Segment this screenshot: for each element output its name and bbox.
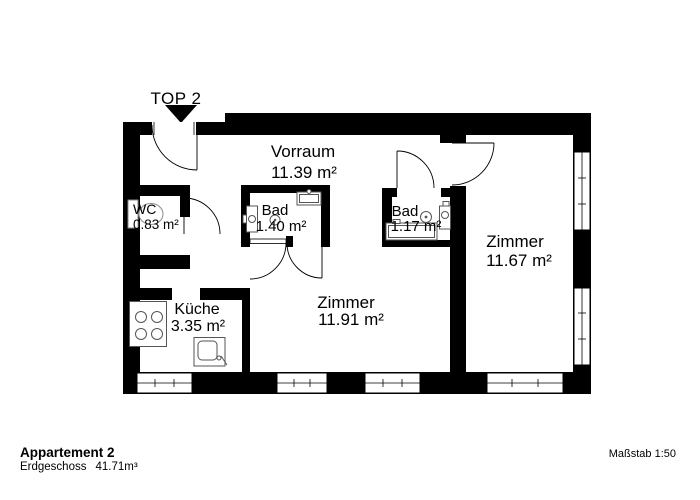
window-zimmer1167-lower (573, 287, 591, 366)
kueche-area: 3.35 m² (171, 318, 226, 335)
total-area: 41.71m³ (95, 461, 138, 473)
bad140-door (249, 238, 287, 280)
windows (136, 151, 591, 394)
floor-and-area: Erdgeschoss 41.71m³ (20, 460, 138, 474)
entrance-label: TOP 2 (150, 89, 201, 108)
zimmer1167-door (451, 142, 495, 186)
wc-door (183, 197, 221, 235)
toilet-icon (127, 199, 164, 229)
vorraum-name: Vorraum (271, 142, 335, 161)
sink-icon (193, 337, 228, 367)
wall-room-divider (450, 186, 466, 372)
window-zimmer1191-left (276, 372, 328, 394)
wall-bad117-top-left (382, 188, 397, 197)
wall-top-main (225, 113, 591, 135)
bad140-area: 1.40 m² (256, 218, 307, 235)
zimmer1167-name: Zimmer (486, 232, 544, 251)
bad117-tub-icon (385, 219, 438, 241)
floor-label: Erdgeschoss (20, 461, 87, 473)
wall-wc-bottom (123, 255, 190, 269)
wall-bad140-right (321, 185, 330, 247)
wall-kueche-top-right (200, 288, 250, 300)
kueche-name: Küche (174, 301, 219, 318)
interior-doors (183, 142, 495, 280)
room-labels: Vorraum 11.39 m² WC 0.83 m² Bad 1.40 m² … (133, 142, 552, 335)
entrance-door-arc (151, 124, 198, 171)
vorraum-area: 11.39 m² (271, 163, 337, 182)
wc-name: WC (133, 201, 156, 217)
wall-bad140-top (241, 185, 330, 193)
wall-bad117-bottom (382, 240, 466, 247)
wall-outer-bottom (123, 372, 591, 394)
interior-walls (123, 131, 466, 372)
bad117-drain-icon (420, 211, 432, 223)
bad140-tub-icon (296, 189, 322, 206)
entrance-arrow-icon (165, 105, 197, 123)
title-block: Appartement 2 Erdgeschoss 41.71m³ (20, 445, 138, 474)
wall-zimmer-door-pier (440, 131, 466, 143)
entrance-door (151, 122, 198, 171)
bad117-name: Bad (392, 203, 419, 220)
entrance-opening (152, 122, 196, 135)
window-zimmer1167-bottom (486, 372, 564, 394)
bad117-basin-icon (439, 201, 451, 230)
bad117-area: 1.17 m² (391, 218, 442, 235)
window-zimmer1167-upper (573, 151, 591, 231)
wall-bad140-door-nib (286, 236, 293, 247)
bad140-basin-icon (242, 205, 258, 233)
wall-top-mid (196, 122, 225, 135)
scale-label: Maßstab 1:50 (608, 448, 676, 460)
stove-icon (129, 301, 167, 347)
wall-wc-top (123, 185, 190, 196)
wall-bad117-top-right (441, 188, 450, 197)
zimmer1191-name: Zimmer (317, 293, 375, 312)
wall-kueche-right (242, 288, 250, 372)
wall-wc-jamb (180, 185, 190, 217)
zimmer1191-door (286, 242, 323, 279)
fixtures (127, 189, 451, 367)
bad140-drain-icon (269, 214, 281, 226)
wall-top-left (123, 122, 152, 135)
wall-bad117-left (382, 188, 392, 247)
wall-kueche-top-left (123, 288, 172, 300)
apartment-title: Appartement 2 (20, 445, 115, 460)
wc-area: 0.83 m² (133, 217, 179, 232)
window-kueche (136, 372, 193, 394)
zimmer1167-area: 11.67 m² (486, 251, 552, 270)
bad140-name: Bad (262, 202, 289, 219)
bad117-door (396, 150, 435, 189)
window-zimmer1191-right (364, 372, 421, 394)
zimmer1191-area: 11.91 m² (318, 310, 384, 329)
